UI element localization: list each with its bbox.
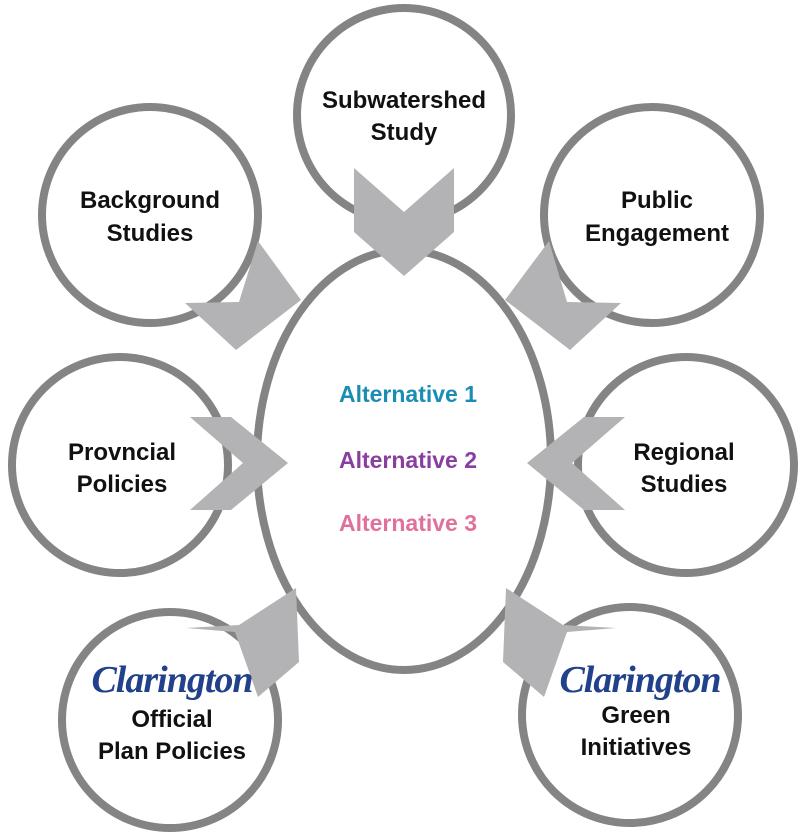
public-circle — [540, 103, 764, 327]
background-circle — [38, 103, 262, 327]
chevron-arrow-top-left — [185, 241, 301, 350]
chevron-arrow-bottom-right — [503, 588, 616, 697]
chevron-arrow-left — [190, 417, 288, 510]
alternative-3-label: Alternative 3 — [339, 510, 477, 536]
official-circle — [58, 608, 282, 832]
background-label-line2: Studies — [107, 220, 194, 247]
regional-label-line2: Studies — [641, 471, 728, 498]
chevron-arrow-bottom-left — [186, 588, 299, 697]
regional-label-line1: Regional — [633, 439, 734, 466]
green-label-line1: Green — [601, 702, 670, 729]
provincial-circle — [8, 353, 232, 577]
subwatershed-label-line1: Subwatershed — [322, 87, 486, 114]
public-label-line2: Engagement — [585, 220, 729, 247]
public-label-line1: Public — [621, 187, 693, 214]
clarington-logo-green: Clarington — [559, 659, 720, 701]
clarington-logo-official: Clarington — [91, 659, 252, 701]
alternative-1-label: Alternative 1 — [339, 381, 477, 407]
subwatershed-label-line2: Study — [371, 119, 438, 146]
provincial-label-line2: Policies — [77, 471, 168, 498]
chevron-arrow-right — [527, 417, 625, 510]
provincial-label-line1: Provncial — [68, 439, 176, 466]
subwatershed-circle — [293, 4, 515, 226]
official-label-line2: Plan Policies — [98, 738, 246, 765]
official-label-line1: Official — [131, 706, 212, 733]
regional-circle — [574, 353, 798, 577]
chevron-arrow-top-right — [505, 241, 621, 350]
green-circle — [518, 603, 742, 827]
background-label-line1: Background — [80, 187, 220, 214]
alternative-2-label: Alternative 2 — [339, 447, 477, 473]
chevron-arrow-top — [354, 168, 454, 276]
green-label-line2: Initiatives — [581, 734, 692, 761]
